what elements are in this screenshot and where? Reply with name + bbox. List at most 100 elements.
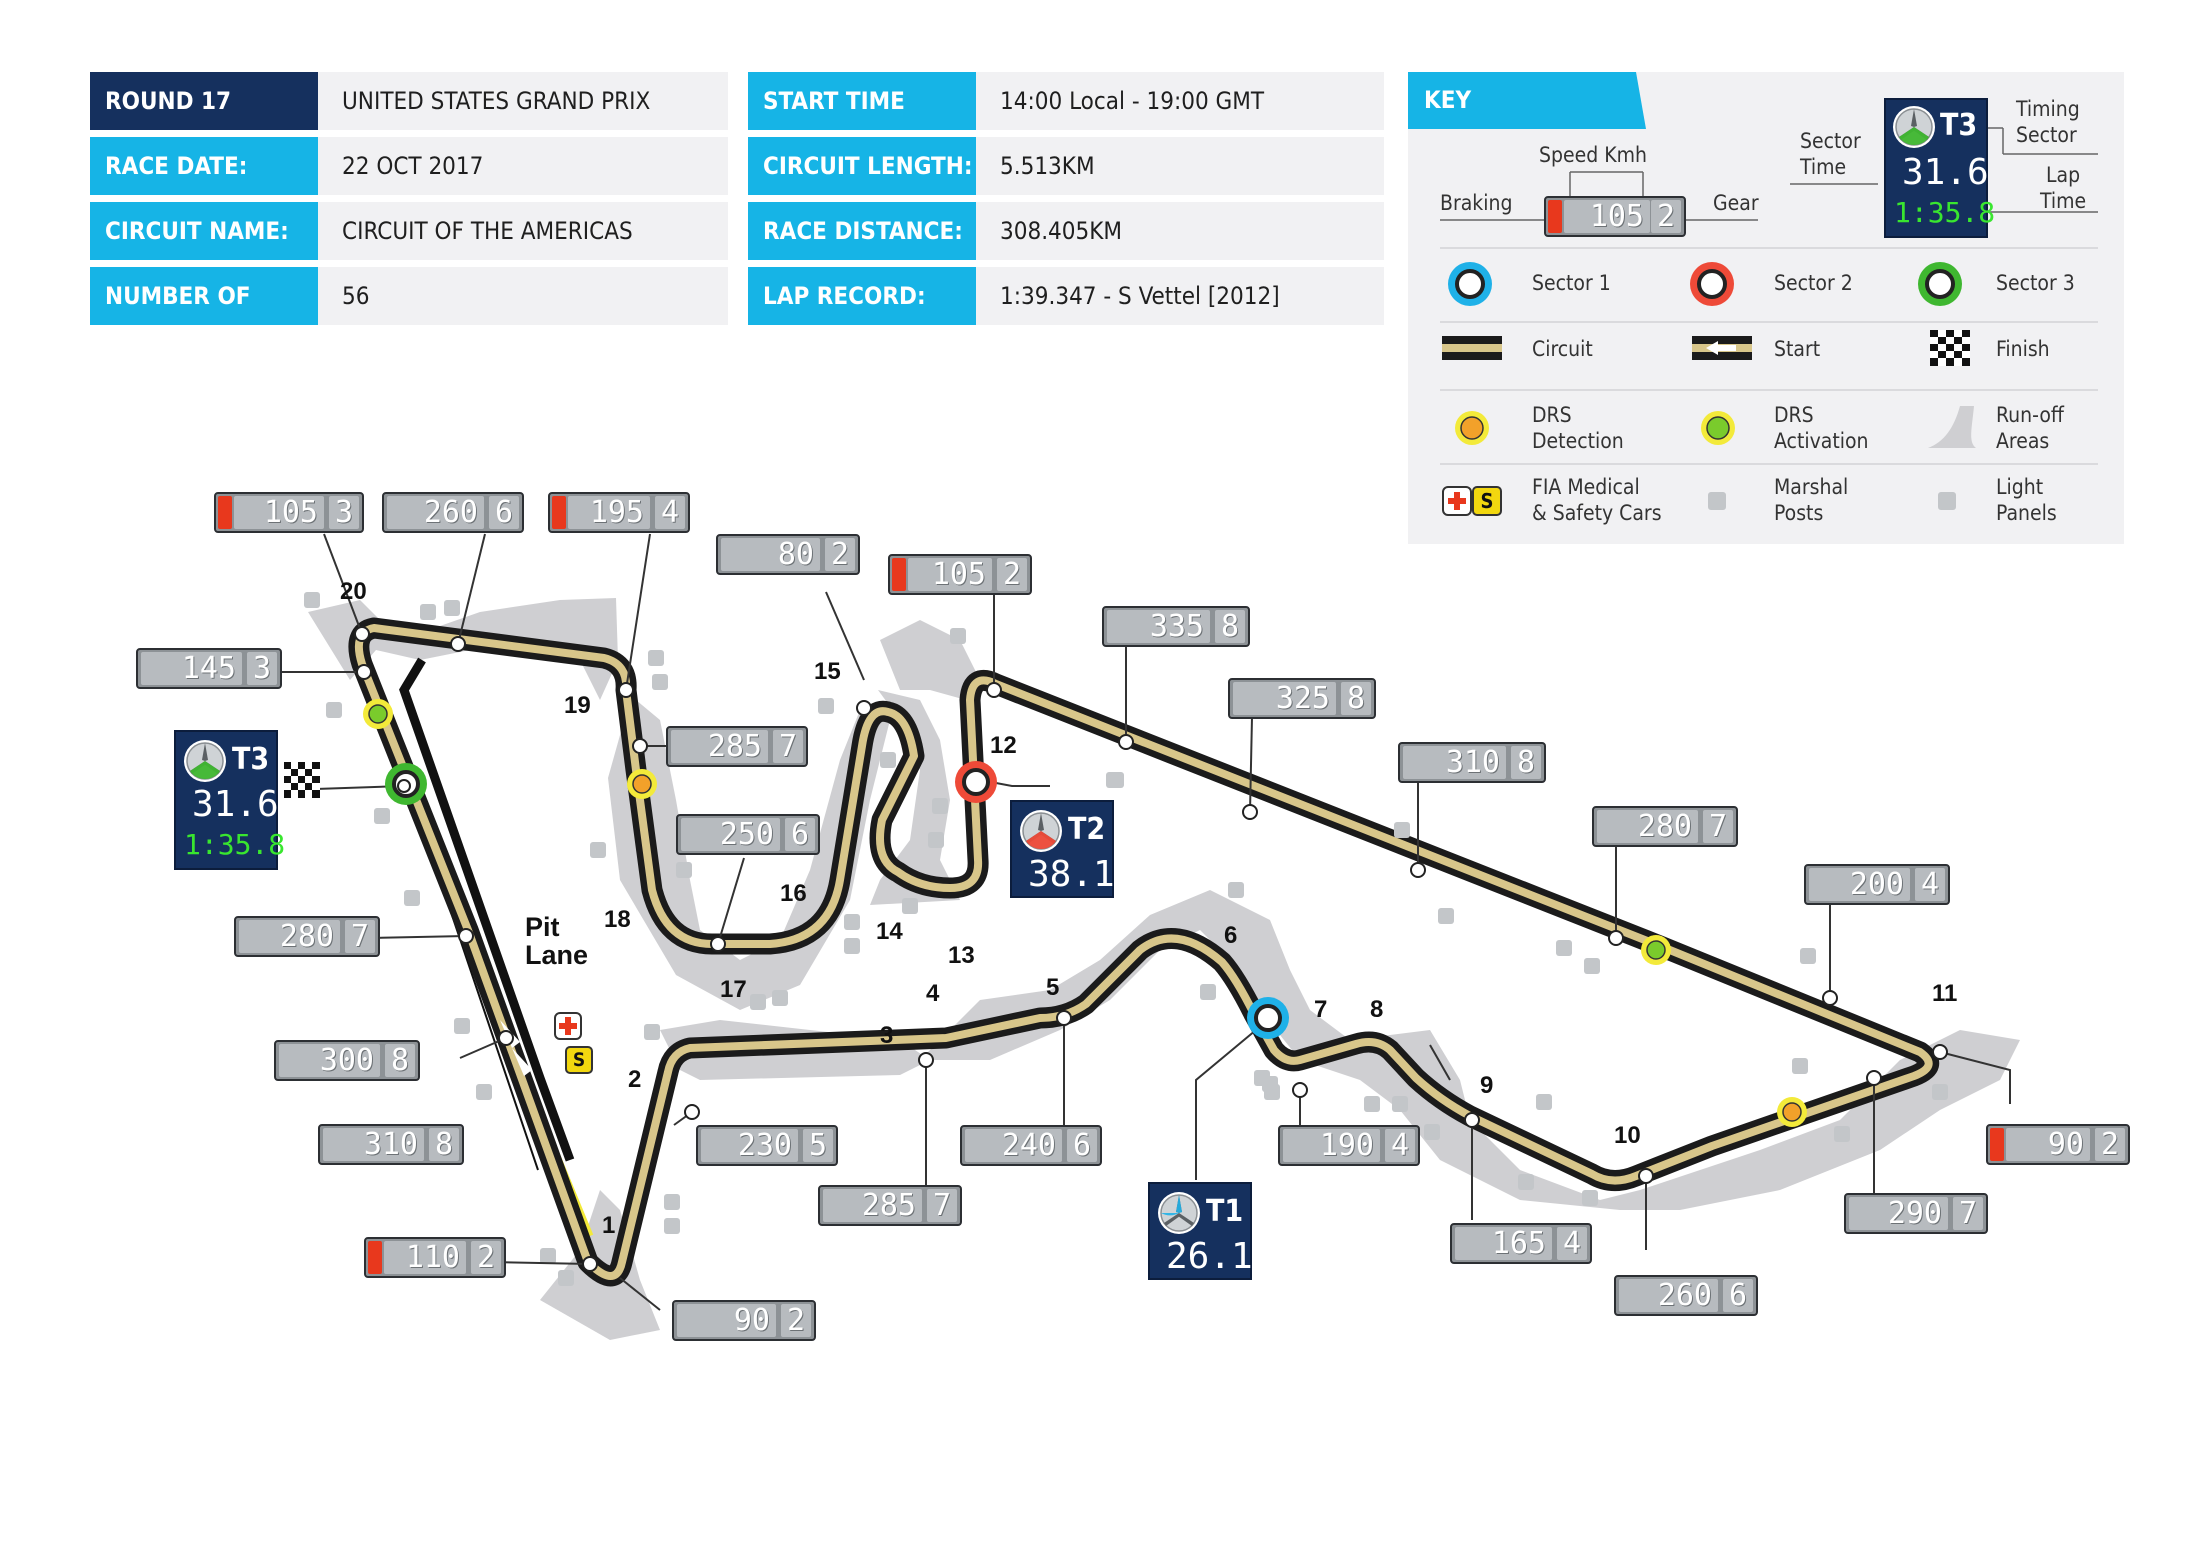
lap-record-value: 1:39.347 - S Vettel [2012] bbox=[976, 267, 1384, 325]
timing-box-t2: T2 38.1 bbox=[1010, 800, 1115, 898]
sector2-marker bbox=[955, 761, 997, 803]
sector1-marker bbox=[1247, 997, 1289, 1039]
speed-value: 145 bbox=[141, 652, 242, 685]
speed-value: 290 bbox=[1849, 1197, 1948, 1230]
timing-box-t3: T3 31.6 1:35.8 bbox=[174, 730, 285, 870]
speed-value: 80 bbox=[721, 538, 820, 571]
corner-number-14: 14 bbox=[876, 918, 903, 945]
drs-activation-icon bbox=[1701, 411, 1735, 445]
pit-lane-track bbox=[399, 657, 575, 1162]
mercedes-star-icon bbox=[184, 740, 226, 782]
gear-value: 6 bbox=[489, 496, 519, 529]
corner-number-8: 8 bbox=[1370, 996, 1384, 1023]
circuit-length-label: CIRCUIT LENGTH: bbox=[748, 137, 986, 195]
key-timing-sector-time: 31.6 bbox=[1902, 152, 1989, 193]
speed-value: 280 bbox=[1597, 810, 1698, 843]
gear-value: 4 bbox=[1915, 868, 1945, 901]
key-speed-kmh: Speed Kmh bbox=[1539, 143, 1648, 167]
info-row-round: ROUND 17 UNITED STATES GRAND PRIX bbox=[90, 72, 728, 130]
gear-value: 4 bbox=[1557, 1227, 1587, 1260]
speed-value: 250 bbox=[681, 818, 780, 851]
speed-value: 105 bbox=[908, 558, 992, 591]
speed-value: 310 bbox=[323, 1128, 424, 1161]
corner-number-1: 1 bbox=[602, 1212, 616, 1239]
speed-value: 200 bbox=[1809, 868, 1910, 901]
gear-value: 4 bbox=[1385, 1129, 1415, 1162]
speed-value: 280 bbox=[239, 920, 340, 953]
start-arrow-1 bbox=[512, 1048, 532, 1076]
key-speed-value: 105 bbox=[1564, 200, 1650, 233]
key-timing-box: T3 31.6 1:35.8 bbox=[1884, 98, 1995, 238]
speed-value: 285 bbox=[671, 730, 768, 763]
round-label: ROUND 17 bbox=[90, 72, 328, 130]
corner-number-3: 3 bbox=[880, 1022, 894, 1049]
key-marshal: Marshal Posts bbox=[1774, 475, 1849, 525]
timing-t2-label: T2 bbox=[1068, 812, 1106, 847]
speed-value: 260 bbox=[387, 496, 484, 529]
corner-number-13: 13 bbox=[948, 942, 975, 969]
safety-car-badge-map: S bbox=[565, 1046, 593, 1074]
circuit-legend-icon bbox=[1442, 336, 1502, 360]
safety-car-badge: S bbox=[1472, 486, 1502, 516]
mercedes-star-icon bbox=[1020, 810, 1062, 852]
corner-number-6: 6 bbox=[1224, 922, 1238, 949]
gear-value: 7 bbox=[345, 920, 375, 953]
speed-value: 325 bbox=[1233, 682, 1336, 715]
key-timing-lap-time: 1:35.8 bbox=[1894, 196, 1996, 229]
light-panel-icon bbox=[1938, 492, 1956, 510]
speed-value: 310 bbox=[1403, 746, 1506, 779]
speed-value: 335 bbox=[1107, 610, 1210, 643]
circuit-name-value: CIRCUIT OF THE AMERICAS bbox=[318, 202, 728, 260]
track-markers bbox=[354, 626, 1948, 1272]
timing-t2-time: 38.1 bbox=[1028, 854, 1115, 895]
speed-value: 165 bbox=[1455, 1227, 1552, 1260]
speed-value: 90 bbox=[2006, 1128, 2090, 1161]
gear-value: 2 bbox=[781, 1304, 811, 1337]
corner-number-7: 7 bbox=[1314, 996, 1328, 1023]
medical-car-icon bbox=[1442, 486, 1472, 516]
key-sector-time: Sector Time bbox=[1800, 129, 1861, 179]
corner-number-16: 16 bbox=[780, 880, 807, 907]
gear-value: 6 bbox=[1723, 1279, 1753, 1312]
speed-value: 110 bbox=[384, 1241, 466, 1274]
gear-value: 8 bbox=[1511, 746, 1541, 779]
gear-value: 8 bbox=[429, 1128, 459, 1161]
finish-flag-icon bbox=[1930, 330, 1970, 366]
speed-value: 240 bbox=[965, 1129, 1062, 1162]
gear-value: 8 bbox=[385, 1044, 415, 1077]
sector3-marker-icon bbox=[1918, 262, 1962, 306]
drs-detection-marker-2 bbox=[1777, 1097, 1807, 1127]
key-panel: KEY Speed Kmh Braking Gear 105 2 Sector … bbox=[1408, 72, 2124, 544]
key-timing-sector: Timing Sector bbox=[2016, 97, 2080, 147]
key-title: KEY bbox=[1408, 72, 1646, 129]
info-row-circuit-name: CIRCUIT NAME: CIRCUIT OF THE AMERICAS bbox=[90, 202, 728, 260]
sector2-marker-icon bbox=[1690, 262, 1734, 306]
gear-value: 3 bbox=[329, 496, 359, 529]
corner-number-12: 12 bbox=[990, 732, 1017, 759]
key-medical: FIA Medical & Safety Cars bbox=[1532, 475, 1662, 525]
info-row-race-date: RACE DATE: 22 OCT 2017 bbox=[90, 137, 728, 195]
braking-points bbox=[354, 626, 1948, 1272]
key-finish: Finish bbox=[1996, 337, 2050, 361]
key-braking: Braking bbox=[1440, 191, 1513, 215]
start-arrow-icon bbox=[1692, 336, 1752, 360]
braking-indicator bbox=[552, 496, 566, 529]
mercedes-star-icon bbox=[1158, 1192, 1200, 1234]
key-drs-activation: DRS Activation bbox=[1774, 403, 1869, 453]
key-start: Start bbox=[1774, 337, 1821, 361]
key-runoff: Run-off Areas bbox=[1996, 403, 2064, 453]
speed-value: 300 bbox=[279, 1044, 380, 1077]
gear-value: 7 bbox=[927, 1189, 957, 1222]
